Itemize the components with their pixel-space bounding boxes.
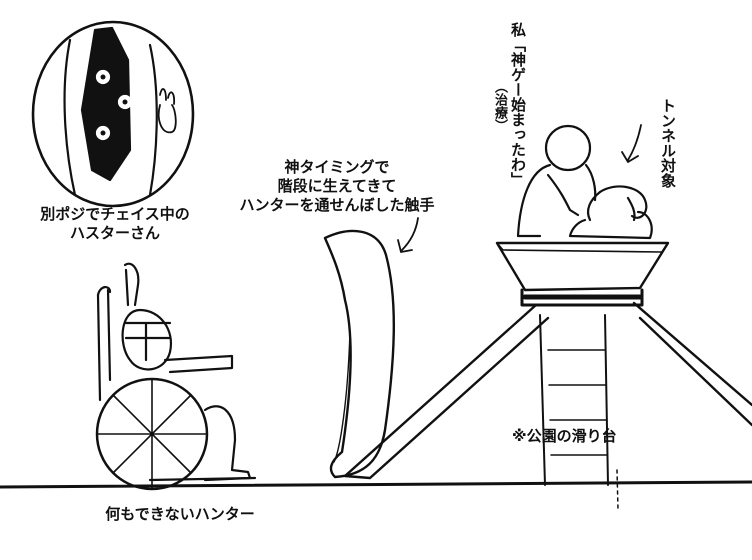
wheelchair-hunter [95, 262, 257, 491]
tentacle-caption: 神タイミングで 階段に生えてきて ハンターを通せんぼした触手 [222, 158, 452, 215]
tentacle [323, 229, 395, 479]
tunnel-target-label: トンネル対象 [659, 98, 677, 188]
hunter-caption: 何もできないハンター [105, 505, 255, 523]
tunnel-arrow [621, 124, 642, 163]
tentacle-caption-line3: ハンターを通せんぼした触手 [239, 196, 435, 214]
slide-label: ※公園の滑り台 [512, 427, 617, 445]
tentacle-caption-line1: 神タイミングで [284, 158, 390, 176]
hastur-caption-line1: 別ポジでチェイス中の [40, 205, 190, 223]
tunnel-target-figure [568, 185, 653, 240]
hastur-vignette [31, 20, 195, 208]
hastur-caption: 別ポジでチェイス中の ハスターさん [20, 205, 210, 243]
healer-quote: 私「神ゲー始まったわ」 [509, 22, 527, 187]
ground-line [0, 480, 752, 489]
hastur-caption-line2: ハスターさん [69, 224, 160, 242]
tentacle-caption-line2: 階段に生えてきて [277, 177, 397, 195]
hastur-hood [80, 26, 132, 182]
tentacle-arrow [397, 217, 419, 253]
slide [343, 241, 752, 511]
healer-action: （治療） [492, 80, 507, 132]
